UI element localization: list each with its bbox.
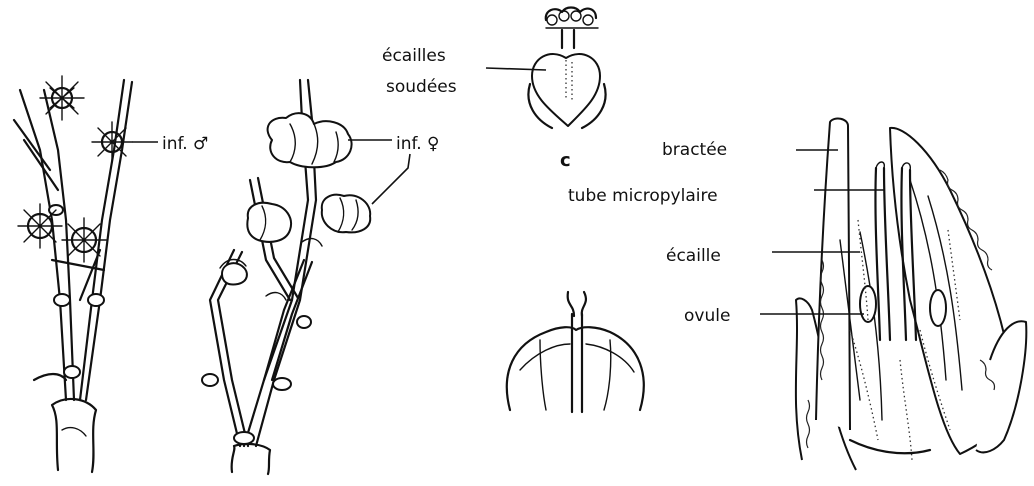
seed-detail-drawing — [507, 292, 644, 412]
label-inf-female: inf. ♀ — [396, 134, 440, 154]
label-ecailles-line2: soudées — [386, 77, 457, 97]
label-ecailles-line1: écailles — [382, 46, 446, 66]
male-inflorescence-right — [62, 218, 106, 262]
label-figure-c: c — [560, 150, 571, 171]
male-inflorescence-mid — [92, 122, 132, 162]
ovule-left-shape — [860, 286, 876, 322]
female-plant-drawing — [202, 80, 370, 474]
label-ovule: ovule — [684, 306, 730, 326]
cone-section-drawing — [796, 119, 1026, 470]
female-cone-left — [247, 203, 291, 242]
label-ecaille: écaille — [666, 246, 721, 266]
label-bractee: bractée — [662, 140, 727, 160]
cone-detail-c — [528, 8, 605, 129]
female-cone-right — [322, 195, 370, 233]
male-plant-drawing — [14, 76, 132, 472]
leader-inf-female-2 — [372, 154, 410, 204]
label-tube-micropylaire: tube micropylaire — [568, 186, 718, 206]
female-bud-small — [222, 263, 247, 284]
male-inflorescence-left — [18, 204, 62, 248]
male-inflorescence-top — [40, 76, 84, 120]
label-inf-male: inf. ♂ — [162, 134, 208, 154]
ovule-right-shape — [930, 290, 946, 326]
female-cone-top — [268, 113, 352, 167]
